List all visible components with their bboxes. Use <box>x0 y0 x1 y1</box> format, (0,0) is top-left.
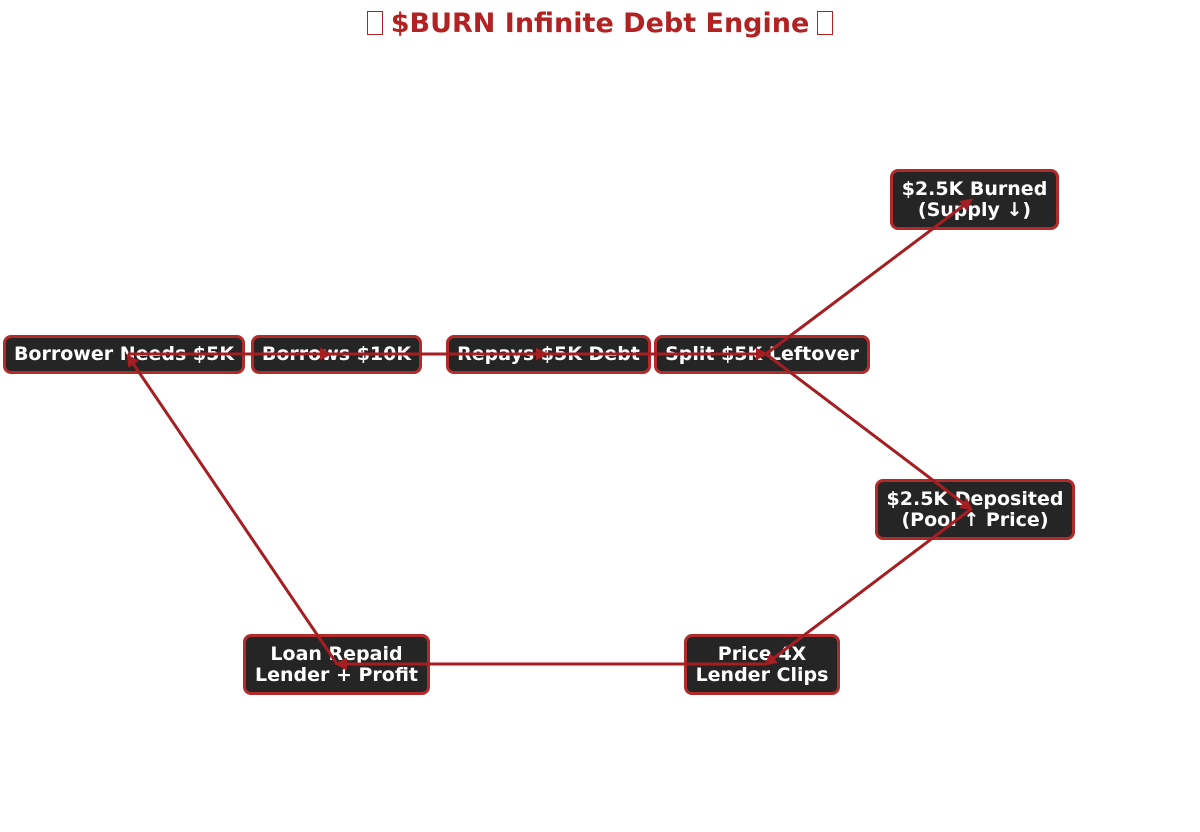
node-borrower-needs: Borrower Needs $5K <box>3 335 245 374</box>
node-deposited-line2: (Pool ↑ Price) <box>901 508 1049 531</box>
node-burned: $2.5K Burned (Supply ↓) <box>890 169 1059 230</box>
node-repays-debt-label: Repays $5K Debt <box>457 343 640 365</box>
node-lender-clips-line1: Price 4X <box>717 642 807 665</box>
missing-glyph-icon <box>817 11 834 35</box>
node-borrows-label: Borrows $10K <box>261 343 412 365</box>
node-loan-repaid-line1: Loan Repaid <box>270 642 403 665</box>
diagram-title: $BURN Infinite Debt Engine <box>0 6 1200 42</box>
node-borrows: Borrows $10K <box>251 335 422 374</box>
node-burned-line2: (Supply ↓) <box>917 198 1032 221</box>
node-deposited: $2.5K Deposited (Pool ↑ Price) <box>875 479 1075 540</box>
node-burned-line1: $2.5K Burned <box>901 177 1048 200</box>
missing-glyph-icon <box>366 11 383 35</box>
node-loan-repaid: Loan Repaid Lender + Profit <box>243 634 430 695</box>
node-deposited-line1: $2.5K Deposited <box>886 487 1064 510</box>
node-loan-repaid-line2: Lender + Profit <box>254 663 419 686</box>
node-repays-debt: Repays $5K Debt <box>446 335 651 374</box>
node-borrower-needs-label: Borrower Needs $5K <box>13 343 235 365</box>
node-lender-clips-line2: Lender Clips <box>695 663 829 686</box>
edge-repaid-to-need <box>126 353 339 665</box>
node-split-leftover-label: Split $5K Leftover <box>665 343 859 365</box>
node-split-leftover: Split $5K Leftover <box>654 335 870 374</box>
diagram-title-text: $BURN Infinite Debt Engine <box>390 8 810 39</box>
node-lender-clips: Price 4X Lender Clips <box>684 634 840 695</box>
